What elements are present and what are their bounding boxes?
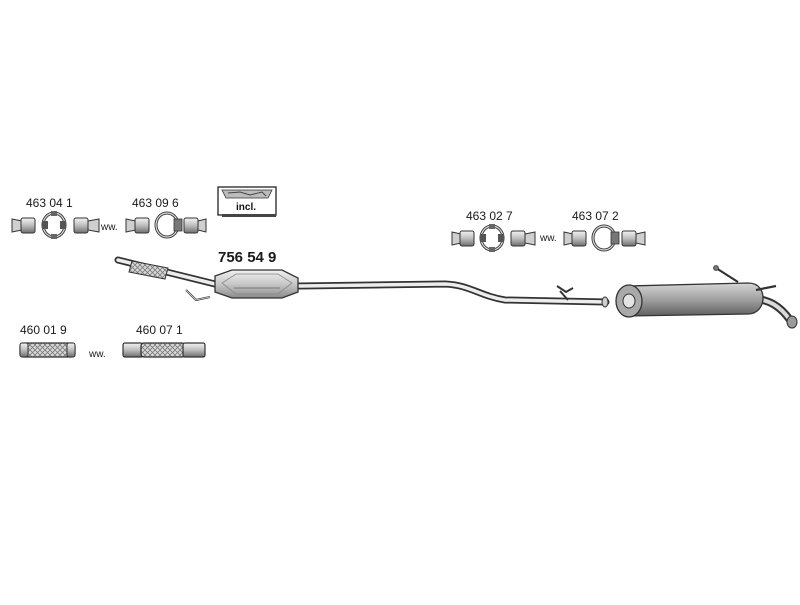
band-clamp-icon	[591, 224, 620, 252]
catalytic-converter-icon	[214, 269, 299, 299]
clamp-set-463072	[563, 224, 646, 252]
front-pipe-assembly	[114, 256, 610, 308]
u-bolt-clamp-icon	[479, 224, 505, 252]
pipe-sleeve-icon	[125, 217, 150, 234]
ww-label: ww.	[89, 349, 106, 360]
pipe-sleeve-icon	[563, 230, 587, 247]
ww-label: ww.	[540, 233, 557, 244]
main-part-number: 756 54 9	[218, 249, 277, 266]
lambda-sensor-bracket-icon	[185, 289, 211, 302]
pipe-sleeve-icon	[183, 217, 207, 234]
incl-hardware-box	[217, 186, 277, 217]
clamp-set-463027	[451, 224, 536, 252]
front-flex-section-icon	[128, 260, 169, 280]
band-clamp-icon	[154, 211, 183, 239]
clamp-set-463096	[125, 211, 207, 239]
part-number-label: 463 04 1	[26, 196, 73, 210]
part-number-label: 463 07 2	[572, 209, 619, 223]
incl-label: incl.	[236, 202, 257, 213]
pipe-flange-icon	[601, 296, 609, 308]
hanger-bracket-icon	[556, 285, 574, 301]
pipe-sleeve-icon	[11, 217, 36, 234]
pipe-sleeve-icon	[451, 230, 475, 247]
flex-pipe-460019	[19, 342, 76, 358]
hanger-rod-icon	[713, 265, 777, 292]
part-number-label: 460 07 1	[136, 323, 183, 337]
part-number-label: 460 01 9	[20, 323, 67, 337]
ww-label: ww.	[101, 222, 118, 233]
u-bolt-clamp-icon	[41, 211, 67, 239]
pipe-sleeve-icon	[621, 230, 646, 247]
rear-silencer-body-icon	[615, 282, 764, 318]
part-number-label: 463 02 7	[466, 209, 513, 223]
clamp-set-463041	[11, 211, 100, 239]
pipe-sleeve-icon	[510, 230, 536, 247]
part-number-label: 463 09 6	[132, 196, 179, 210]
pipe-sleeve-icon	[73, 217, 100, 234]
rear-silencer-assembly	[615, 265, 798, 329]
flex-pipe-460071	[122, 342, 206, 358]
